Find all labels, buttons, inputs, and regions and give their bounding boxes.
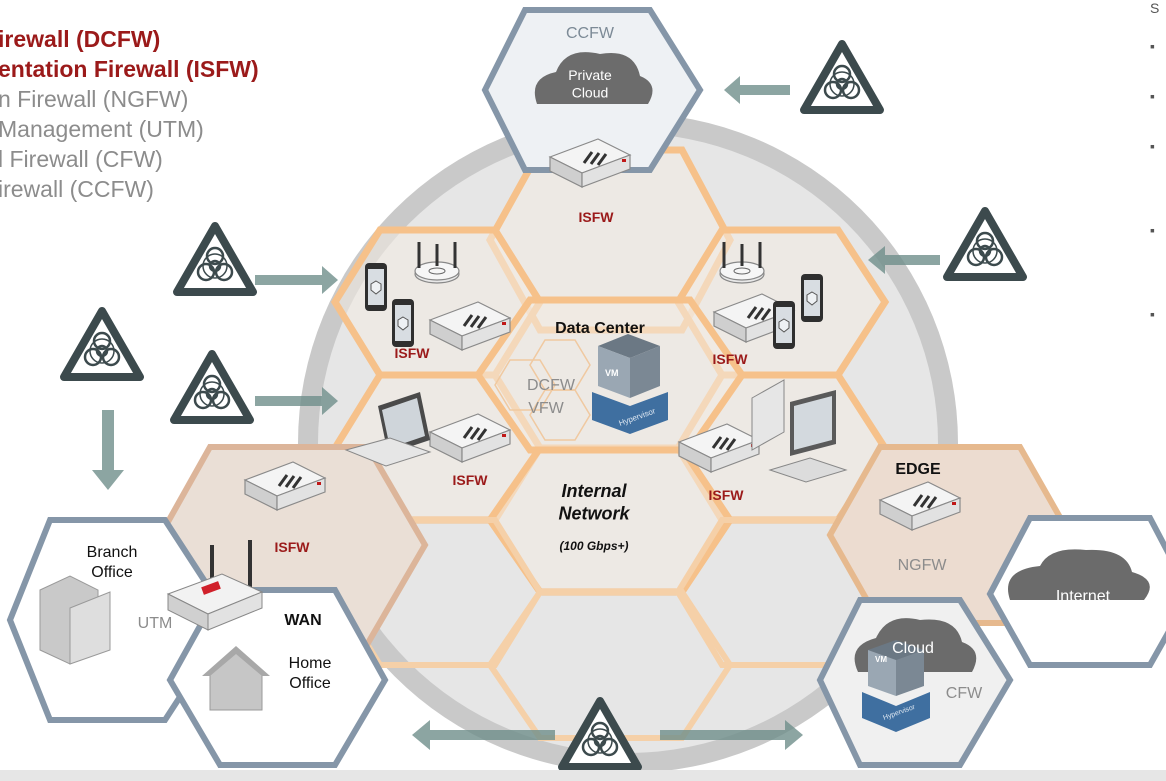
isfw-label-upper-left: ISFW [395, 345, 431, 361]
building-icon [39, 575, 111, 665]
phone-icon [800, 273, 824, 323]
cloud-icon [534, 52, 653, 104]
biohazard-icon [174, 354, 250, 420]
fortinet-router-icon [166, 540, 264, 631]
bullet: ▪ [1150, 38, 1155, 54]
bullet: ▪ [1150, 222, 1155, 238]
bullet: ▪ [1150, 306, 1155, 322]
phone-icon [364, 262, 388, 312]
isfw-label-lower-left: ISFW [453, 472, 489, 488]
cloud-label: Cloud [892, 640, 934, 657]
edge-label: EDGE [895, 461, 941, 478]
biohazard-icon [177, 226, 253, 292]
isfw-label-lower-right: ISFW [709, 487, 745, 503]
isfw-label-upper-right: ISFW [713, 351, 749, 367]
vm-label: VM [605, 368, 619, 378]
threat-arrows [92, 76, 940, 750]
bullet: ▪ [1150, 88, 1155, 104]
wan-label: WAN [284, 612, 321, 629]
legend-cfw: l Firewall (CFW) [0, 146, 163, 172]
ccfw-label: CCFW [566, 25, 615, 42]
vfw-label: VFW [528, 400, 564, 417]
server-vm-icon [592, 334, 668, 434]
vm-label: VM [875, 655, 887, 664]
biohazard-icon [804, 44, 880, 110]
legend-isfw: entation Firewall (ISFW) [0, 56, 259, 82]
legend-utm: Management (UTM) [0, 116, 204, 142]
legend-ngfw: n Firewall (NGFW) [0, 86, 189, 112]
data-center-label: Data Center [555, 320, 645, 337]
biohazard-icon [64, 311, 140, 377]
bullet: ▪ [1150, 138, 1155, 154]
internet-label: Internet [1056, 588, 1111, 605]
cfw-label: CFW [946, 685, 983, 702]
bottom-bar [0, 770, 1166, 781]
dcfw-label: DCFW [527, 377, 576, 394]
isfw-label-top: ISFW [579, 209, 615, 225]
phone-icon [772, 300, 796, 350]
right-edge-letter: S [1150, 0, 1160, 16]
legend-dcfw: irewall (DCFW) [0, 26, 161, 52]
data-center-inner-hex [494, 339, 591, 441]
cloud-icon [1008, 549, 1150, 600]
legend-ccfw: irewall (CCFW) [0, 176, 154, 202]
internal-speed-label: (100 Gbps+) [559, 539, 628, 553]
utm-label: UTM [138, 615, 173, 632]
server-vm-icon [862, 640, 930, 732]
device-icons [39, 137, 962, 732]
phone-icon [391, 298, 415, 348]
legend: irewall (DCFW) entation Firewall (ISFW) … [0, 24, 259, 204]
private-cloud-hex [481, 7, 704, 173]
ngfw-label: NGFW [898, 557, 948, 574]
house-icon [202, 646, 270, 711]
desktop-pc-icon [751, 379, 848, 483]
biohazard-icon [947, 211, 1023, 277]
laptop-icon [344, 392, 432, 467]
isfw-label-wan: ISFW [275, 539, 311, 555]
